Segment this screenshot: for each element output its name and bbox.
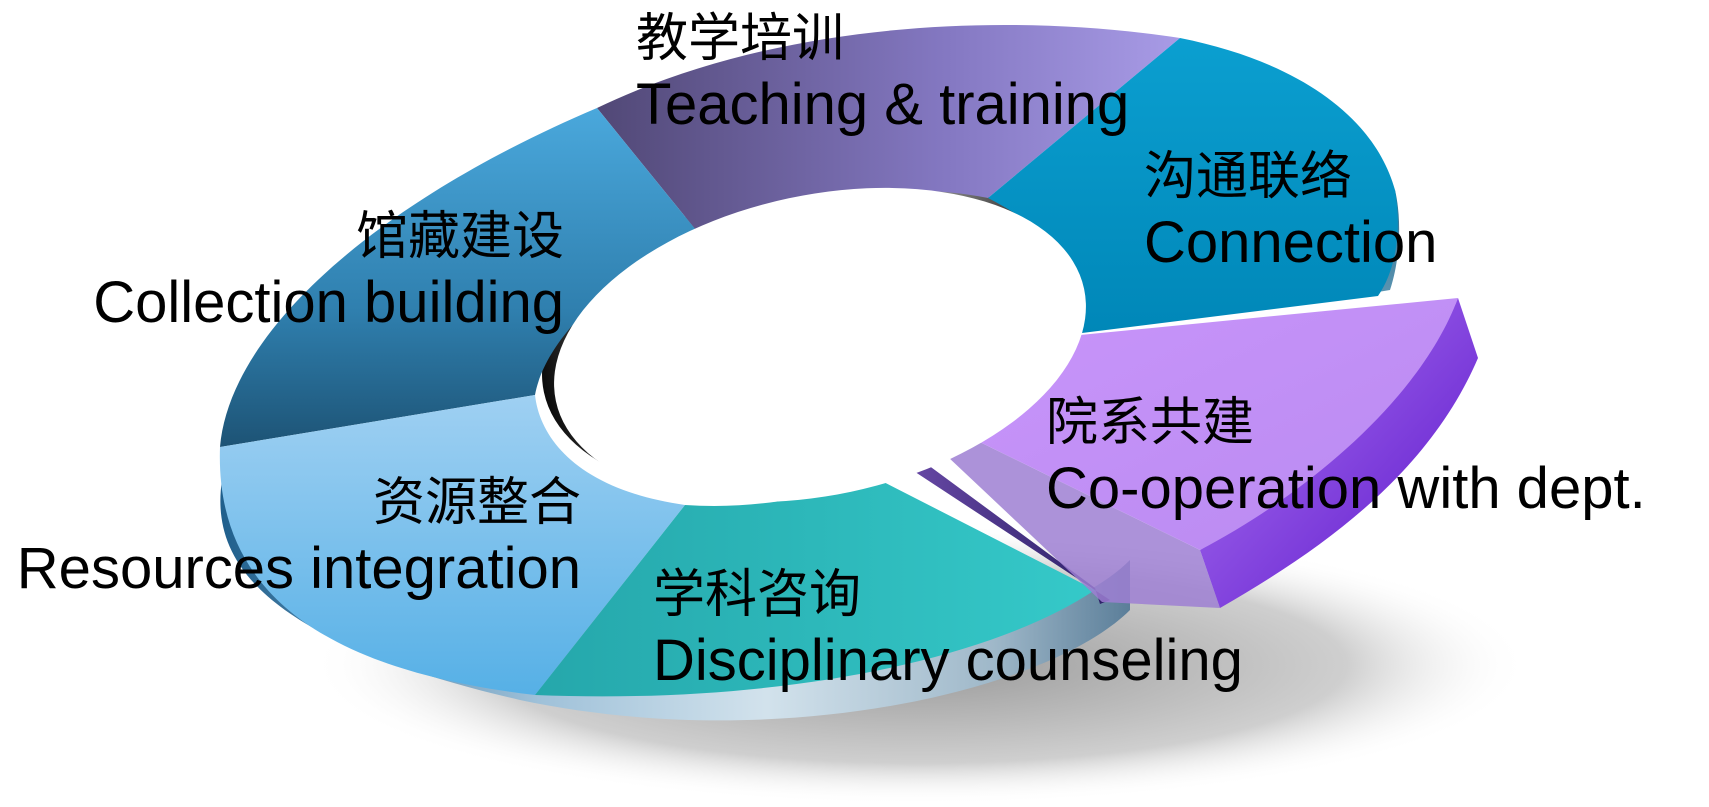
label-collection-en: Collection building <box>93 270 564 335</box>
segment-teaching <box>597 24 1180 236</box>
segment-connection <box>988 38 1398 333</box>
label-disciplinary: 学科咨询 Disciplinary counseling <box>653 562 1243 694</box>
ring-hole <box>554 187 1086 503</box>
label-cooperation-en: Co-operation with dept. <box>1046 456 1646 521</box>
label-connection: 沟通联络 Connection <box>1144 144 1437 276</box>
label-collection: 馆藏建设 Collection building <box>93 204 564 336</box>
segment-cooperation-inner <box>900 448 1110 604</box>
label-teaching: 教学培训 Teaching & training <box>636 6 1129 138</box>
label-collection-zh: 馆藏建设 <box>355 207 564 267</box>
label-teaching-zh: 教学培训 <box>636 9 845 69</box>
label-disciplinary-zh: 学科咨询 <box>653 565 862 625</box>
label-connection-zh: 沟通联络 <box>1144 147 1353 207</box>
label-cooperation-zh: 院系共建 <box>1046 393 1255 453</box>
label-disciplinary-en: Disciplinary counseling <box>653 628 1243 693</box>
segment-collection <box>220 108 700 447</box>
label-resources-en: Resources integration <box>16 536 581 601</box>
label-teaching-en: Teaching & training <box>636 72 1130 137</box>
segment-disciplinary <box>535 475 1095 697</box>
label-resources-zh: 资源整合 <box>372 473 581 533</box>
label-cooperation: 院系共建 Co-operation with dept. <box>1046 390 1646 522</box>
segment-cooperation-top <box>945 298 1458 550</box>
label-resources: 资源整合 Resources integration <box>17 470 581 602</box>
segment-cooperation-front <box>930 425 1220 608</box>
label-connection-en: Connection <box>1144 210 1438 275</box>
segment-resources <box>219 395 685 695</box>
